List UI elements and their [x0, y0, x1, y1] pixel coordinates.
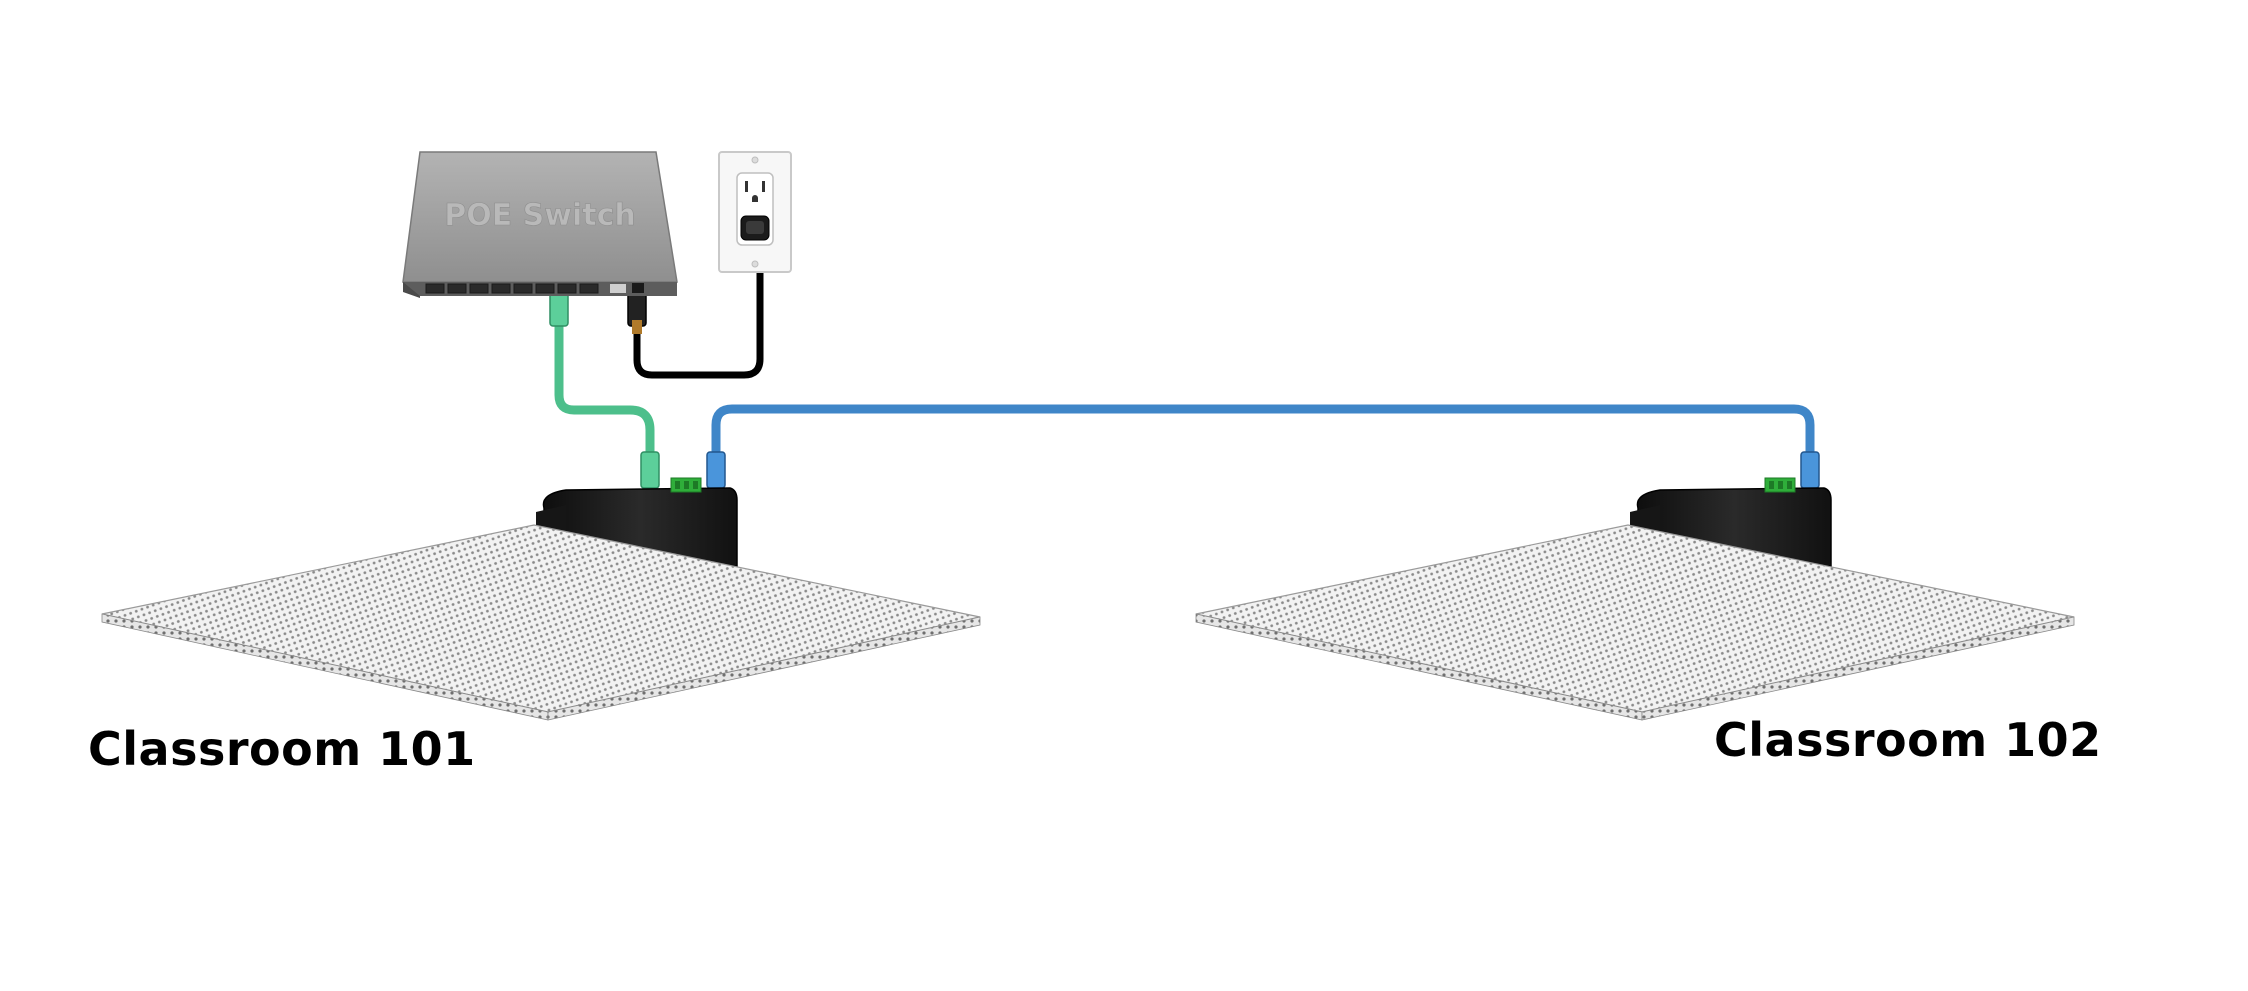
cable-classroom-101-to-classroom-102 — [706, 404, 1820, 489]
classroom-102-label: Classroom 102 — [1714, 713, 2102, 767]
classroom-101-label: Classroom 101 — [88, 722, 476, 776]
ceiling-speaker-icon — [101, 477, 981, 721]
poe-switch-icon: POE Switch — [402, 151, 678, 298]
ceiling-speaker-icon — [1195, 477, 2075, 721]
wall-outlet-icon — [718, 151, 792, 273]
switch-label: POE Switch — [444, 198, 636, 233]
